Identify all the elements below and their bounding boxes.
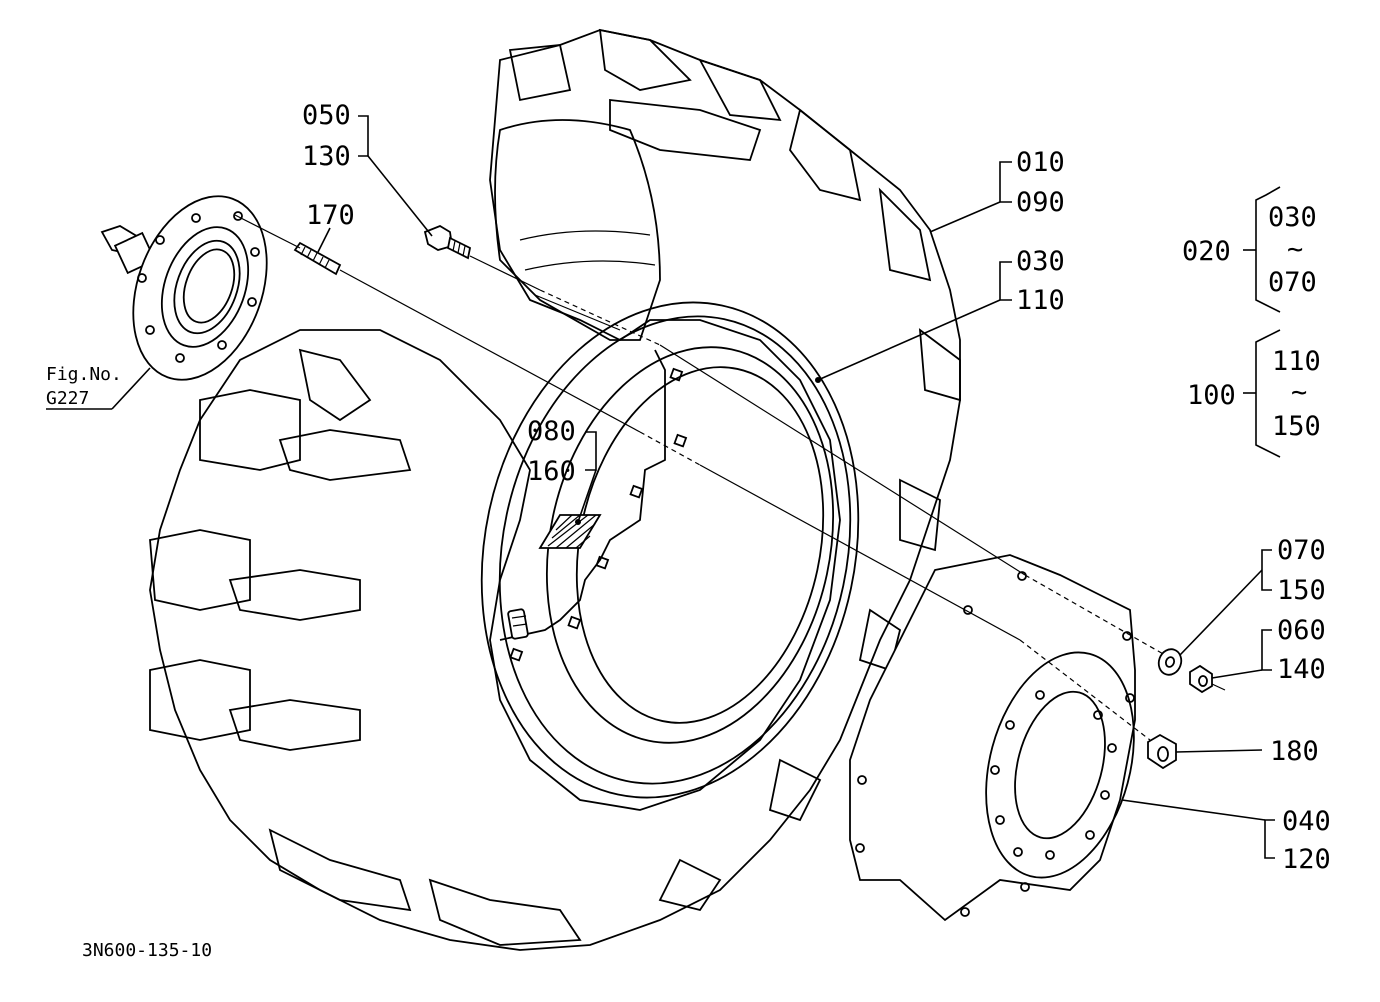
bolt: [423, 224, 472, 260]
rim: [480, 301, 860, 799]
wheel-disc-outline: [849, 554, 1136, 922]
group-020-tilde: ~: [1287, 234, 1303, 265]
flange-bolt-holes: [137, 211, 260, 363]
group-100-to: 150: [1272, 411, 1321, 442]
group-020-to: 070: [1268, 267, 1317, 298]
group-020-id: 020: [1182, 236, 1231, 267]
tire: [149, 28, 961, 951]
callout-050: 050: [302, 100, 351, 131]
washer: [1157, 648, 1183, 676]
callout-030: 030: [1016, 246, 1065, 277]
rim-holes: [509, 367, 688, 662]
callout-070: 070: [1277, 535, 1326, 566]
valve-stem: [507, 608, 529, 640]
group-100-id: 100: [1187, 380, 1236, 411]
callout-040: 040: [1282, 806, 1331, 837]
callout-060: 060: [1277, 615, 1326, 646]
hex-nut-small: [1189, 664, 1213, 694]
callout-160: 160: [527, 456, 576, 487]
fig-ref-number: G227: [46, 388, 89, 409]
leader-lines: [46, 115, 1275, 859]
callout-120: 120: [1282, 844, 1331, 875]
assembly-lines: [234, 214, 1226, 741]
wheel-disc: [849, 554, 1136, 922]
group-020-from: 030: [1268, 202, 1317, 233]
hex-nut-large: [1147, 733, 1177, 770]
group-brackets: [1243, 186, 1281, 458]
tire-outer: [149, 29, 961, 951]
callout-110: 110: [1016, 285, 1065, 316]
callout-010: 010: [1016, 147, 1065, 178]
callout-140: 140: [1277, 654, 1326, 685]
group-100-tilde: ~: [1291, 377, 1307, 408]
callout-080: 080: [527, 416, 576, 447]
stud-bolt: [293, 241, 342, 276]
hub-flange-disc: [132, 195, 268, 381]
fig-ref-label: Fig.No.: [46, 364, 122, 385]
callout-150: 150: [1277, 575, 1326, 606]
callout-090: 090: [1016, 187, 1065, 218]
callout-170: 170: [306, 200, 355, 231]
callout-180: 180: [1270, 736, 1319, 767]
axle-hub-flange: [100, 195, 268, 381]
group-100-from: 110: [1272, 346, 1321, 377]
callout-labels: 050 130 170 010 090 030 110 080 160 070 …: [46, 100, 1331, 961]
callout-130: 130: [302, 141, 351, 172]
drawing-number: 3N600-135-10: [82, 940, 212, 961]
decal-label: [538, 514, 602, 549]
rim-outer-flange: [480, 301, 860, 799]
disc-holes: [855, 571, 1135, 917]
